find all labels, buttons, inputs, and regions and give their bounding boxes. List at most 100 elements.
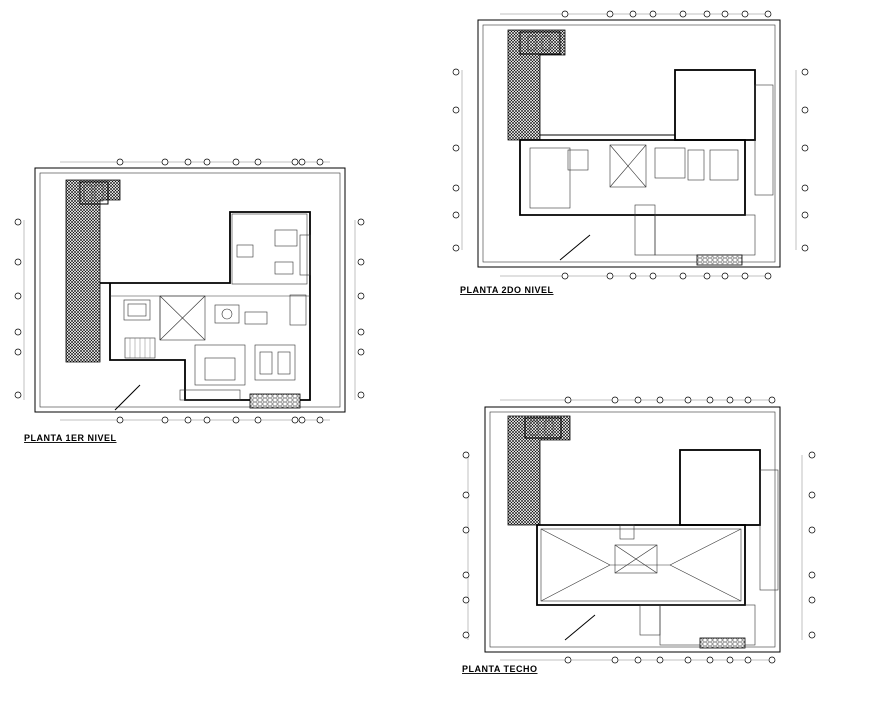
grid-bubble xyxy=(298,158,306,166)
grid-bubble xyxy=(706,396,714,404)
grid-bubble xyxy=(649,272,657,280)
grid-bubble xyxy=(808,596,816,604)
grid-bubble xyxy=(721,272,729,280)
grid-bubble xyxy=(316,416,324,424)
terrace-hatch-2 xyxy=(507,29,566,141)
grid-bubble xyxy=(14,391,22,399)
title-planta-techo: PLANTA TECHO xyxy=(462,664,538,674)
site-boundary-2 xyxy=(477,19,781,268)
grid-bubble xyxy=(808,451,816,459)
plan-1er-nivel xyxy=(23,161,356,421)
grid-bubble xyxy=(452,211,460,219)
plan-techo xyxy=(467,399,803,661)
grid-bubble xyxy=(801,244,809,252)
grid-bubble xyxy=(606,272,614,280)
garden-planter-3 xyxy=(699,637,746,649)
roof-block-3 xyxy=(679,449,761,526)
grid-bubble xyxy=(161,158,169,166)
house-footprint xyxy=(100,211,311,401)
grid-bubble xyxy=(703,10,711,18)
grid-bubble xyxy=(462,596,470,604)
grid-bubble xyxy=(291,158,299,166)
grid-bubble xyxy=(298,416,306,424)
axis-grid-markers xyxy=(14,10,816,664)
grid-bubble xyxy=(764,10,772,18)
grid-bubble xyxy=(14,292,22,300)
grid-bubble xyxy=(357,348,365,356)
plan-2do-nivel xyxy=(461,13,797,277)
grid-bubble xyxy=(357,258,365,266)
grid-bubble xyxy=(703,272,711,280)
stairs-1 xyxy=(124,337,156,359)
grid-bubble xyxy=(808,491,816,499)
grid-bubble xyxy=(611,656,619,664)
grid-bubble xyxy=(116,416,124,424)
grid-bubble xyxy=(634,656,642,664)
grid-bubble xyxy=(203,416,211,424)
grid-bubble xyxy=(116,158,124,166)
grid-bubble xyxy=(801,184,809,192)
grid-bubble xyxy=(684,656,692,664)
grid-bubble xyxy=(656,656,664,664)
site-boundary xyxy=(34,167,346,413)
grid-bubble xyxy=(357,292,365,300)
grid-bubble xyxy=(768,656,776,664)
grid-bubble xyxy=(801,68,809,76)
grid-bubble xyxy=(452,106,460,114)
grid-bubble xyxy=(14,218,22,226)
grid-bubble xyxy=(741,272,749,280)
grid-bubble xyxy=(357,391,365,399)
grid-bubble xyxy=(462,571,470,579)
grid-bubble xyxy=(291,416,299,424)
grid-bubble xyxy=(254,416,262,424)
site-boundary-3 xyxy=(484,406,781,653)
garden-planter xyxy=(249,393,301,409)
grid-bubble xyxy=(726,396,734,404)
grid-bubble xyxy=(706,656,714,664)
grid-bubble xyxy=(462,526,470,534)
grid-bubble xyxy=(629,272,637,280)
grid-bubble xyxy=(184,158,192,166)
garden-planter-2 xyxy=(696,254,743,266)
title-planta-1er-nivel: PLANTA 1ER NIVEL xyxy=(24,433,117,443)
grid-bubble xyxy=(452,244,460,252)
grid-bubble xyxy=(768,396,776,404)
grid-bubble xyxy=(14,348,22,356)
grid-bubble xyxy=(611,396,619,404)
grid-bubble xyxy=(764,272,772,280)
grid-bubble xyxy=(726,656,734,664)
grid-bubble xyxy=(744,396,752,404)
grid-bubble xyxy=(254,158,262,166)
grid-bubble xyxy=(462,491,470,499)
title-planta-2do-nivel: PLANTA 2DO NIVEL xyxy=(460,285,554,295)
grid-bubble xyxy=(203,158,211,166)
grid-bubble xyxy=(679,272,687,280)
grid-bubble xyxy=(808,526,816,534)
grid-bubble xyxy=(606,10,614,18)
grid-bubble xyxy=(357,328,365,336)
grid-bubble xyxy=(741,10,749,18)
grid-bubble xyxy=(232,416,240,424)
grid-bubble xyxy=(656,396,664,404)
terrace-hatch-3 xyxy=(507,415,571,526)
grid-bubble xyxy=(634,396,642,404)
grid-bubble xyxy=(161,416,169,424)
grid-bubble xyxy=(629,10,637,18)
grid-bubble xyxy=(462,631,470,639)
grid-bubble xyxy=(357,218,365,226)
grid-bubble xyxy=(649,10,657,18)
grid-bubble xyxy=(14,328,22,336)
grid-bubble xyxy=(684,396,692,404)
grid-bubble xyxy=(721,10,729,18)
grid-bubble xyxy=(564,656,572,664)
grid-bubble xyxy=(462,451,470,459)
grid-bubble xyxy=(801,144,809,152)
grid-bubble xyxy=(679,10,687,18)
terrace-hatch xyxy=(65,179,121,363)
grid-bubble xyxy=(801,211,809,219)
grid-bubble xyxy=(561,272,569,280)
grid-bubble xyxy=(808,571,816,579)
grid-bubble xyxy=(232,158,240,166)
grid-bubble xyxy=(452,68,460,76)
